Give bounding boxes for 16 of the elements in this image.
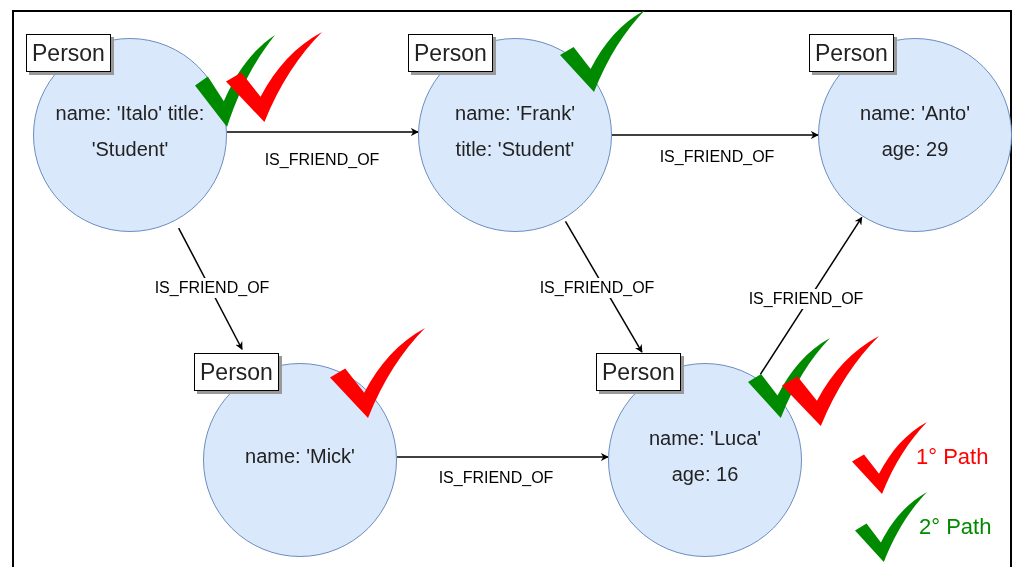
label-tag: Person xyxy=(408,34,493,72)
node-text: name: 'Frank' title: 'Student' xyxy=(454,101,576,162)
arrow xyxy=(759,216,863,376)
node-text: name: 'Mick' xyxy=(244,444,356,469)
label-tag: Person xyxy=(809,34,894,72)
arrow xyxy=(226,128,419,136)
arrow xyxy=(611,131,819,139)
node-text: name: 'Luca' age: 16 xyxy=(647,426,763,487)
arrow xyxy=(396,453,609,461)
label-tag: Person xyxy=(194,353,279,391)
label-tag: Person xyxy=(26,34,111,72)
label-tag: Person xyxy=(596,353,681,391)
legend-text: 1° Path xyxy=(916,444,989,470)
legend-text: 2° Path xyxy=(919,514,992,540)
node-text: name: 'Anto' age: 29 xyxy=(859,101,971,162)
node-text: name: 'Italo' title: 'Student' xyxy=(55,101,205,162)
